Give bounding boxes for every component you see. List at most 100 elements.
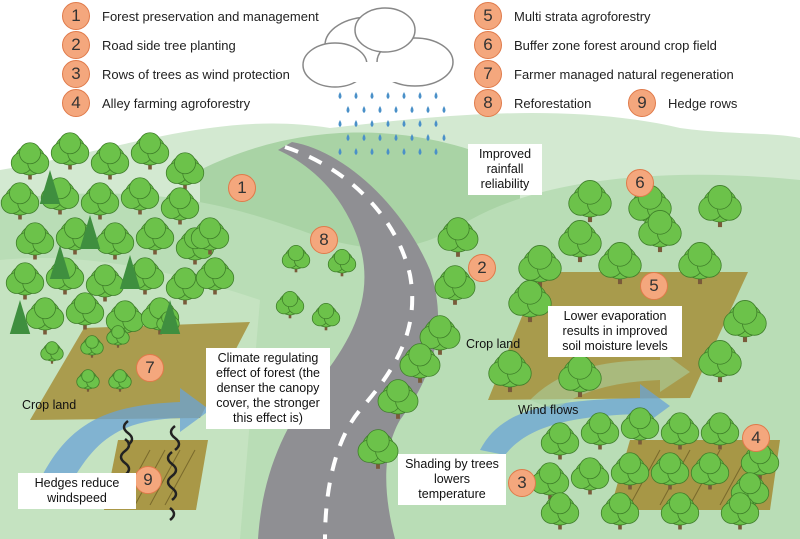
wind-arrow-right [480,384,670,455]
tree-icon [568,180,612,223]
tree-icon [558,355,602,398]
legend-item-1: 1 Forest preservation and management [62,2,319,30]
rain-drop-icon [338,148,342,155]
badge-roadside-planting: 2 [468,254,496,282]
tree-icon [281,244,311,273]
conifer-tree-icon [49,245,71,279]
tree-icon [399,343,441,383]
rain-drop-icon [346,134,350,141]
legend-item-3: 3 Rows of trees as wind protection [62,60,290,88]
tree-icon [580,412,620,450]
tree-icon [311,302,341,331]
rain-drop-icon [434,92,438,99]
tree-icon [700,412,740,450]
tree-icon [678,242,722,285]
callout-hedges: Hedges reduce windspeed [18,473,136,509]
rain-drops [338,92,446,155]
label-wind-flows: Wind flows [518,403,579,417]
rain-drop-icon [354,148,358,155]
legend-item-6: 6 Buffer zone forest around crop field [474,31,717,59]
legend-item-5: 5 Multi strata agroforestry [474,2,651,30]
rain-drop-icon [346,106,350,113]
tree-icon [327,248,357,277]
rain-drop-icon [410,134,414,141]
rain-drop-icon [386,120,390,127]
tree-icon [5,262,45,300]
tree-icon [638,210,682,253]
tree-icon [95,222,135,260]
legend-number: 6 [474,31,502,59]
tree-icon [165,152,205,190]
tree-icon [190,217,230,255]
tree-icon [518,245,562,288]
rain-drop-icon [370,92,374,99]
rain-drop-icon [370,120,374,127]
rain-drop-icon [386,148,390,155]
legend-item-4: 4 Alley farming agroforestry [62,89,250,117]
legend-number: 3 [62,60,90,88]
wind-arrow-top [530,350,690,410]
tree-icon [50,132,90,170]
rain-drop-icon [410,106,414,113]
rain-drop-icon [378,134,382,141]
badge-buffer-zone: 6 [626,169,654,197]
legend-number: 2 [62,31,90,59]
tree-icon [540,422,580,460]
tree-icon [275,290,305,319]
tree-icon [120,177,160,215]
legend-label: Reforestation [514,95,592,111]
tree-icon [508,280,552,323]
tree-icon [357,429,399,469]
rain-drop-icon [362,134,366,141]
tree-icon [10,142,50,180]
rain-drop-icon [434,148,438,155]
tree-icon [540,492,580,530]
badge-natural-regeneration: 7 [136,354,164,382]
tree-icon [135,217,175,255]
legend-label: Buffer zone forest around crop field [514,37,717,53]
hedge-rows [119,420,181,521]
tree-icon [195,257,235,295]
tree-icon [610,452,650,490]
rain-drop-icon [354,120,358,127]
tree-icon [434,265,476,305]
rain-drop-icon [402,92,406,99]
conifer-tree-icon [9,300,31,334]
legend-item-2: 2 Road side tree planting [62,31,236,59]
callout-evaporation: Lower evaporation results in improved so… [548,306,682,357]
conifer-tree-icon [79,215,101,249]
tree-icon [437,217,479,257]
tree-icon [488,350,532,393]
legend-number: 7 [474,60,502,88]
badge-forest-preservation: 1 [228,174,256,202]
legend-number: 4 [62,89,90,117]
tree-icon [80,182,120,220]
rain-drop-icon [418,92,422,99]
legend-number: 8 [474,89,502,117]
conifer-cluster [9,170,181,334]
tree-icon [570,457,610,495]
legend-label: Rows of trees as wind protection [102,66,290,82]
tree-icon [558,220,602,263]
rain-drop-icon [394,106,398,113]
tree-icon [660,492,700,530]
tree-icon [40,341,64,364]
tree-icon [85,264,125,302]
rain-drop-icon [402,120,406,127]
tree-icon [160,187,200,225]
badge-multi-strata: 5 [640,272,668,300]
rain-drop-icon [434,120,438,127]
rain-drop-icon [418,148,422,155]
tree-icon [165,267,205,305]
tree-icon [25,297,65,335]
tree-icon [80,335,104,358]
conifer-tree-icon [39,170,61,204]
wind-arrow-left [40,388,210,485]
label-crop-land-left: Crop land [22,398,77,412]
tree-icon [720,492,760,530]
badge-alley-farming: 4 [742,424,770,452]
badge-wind-protection: 3 [508,469,536,497]
road [258,142,439,539]
